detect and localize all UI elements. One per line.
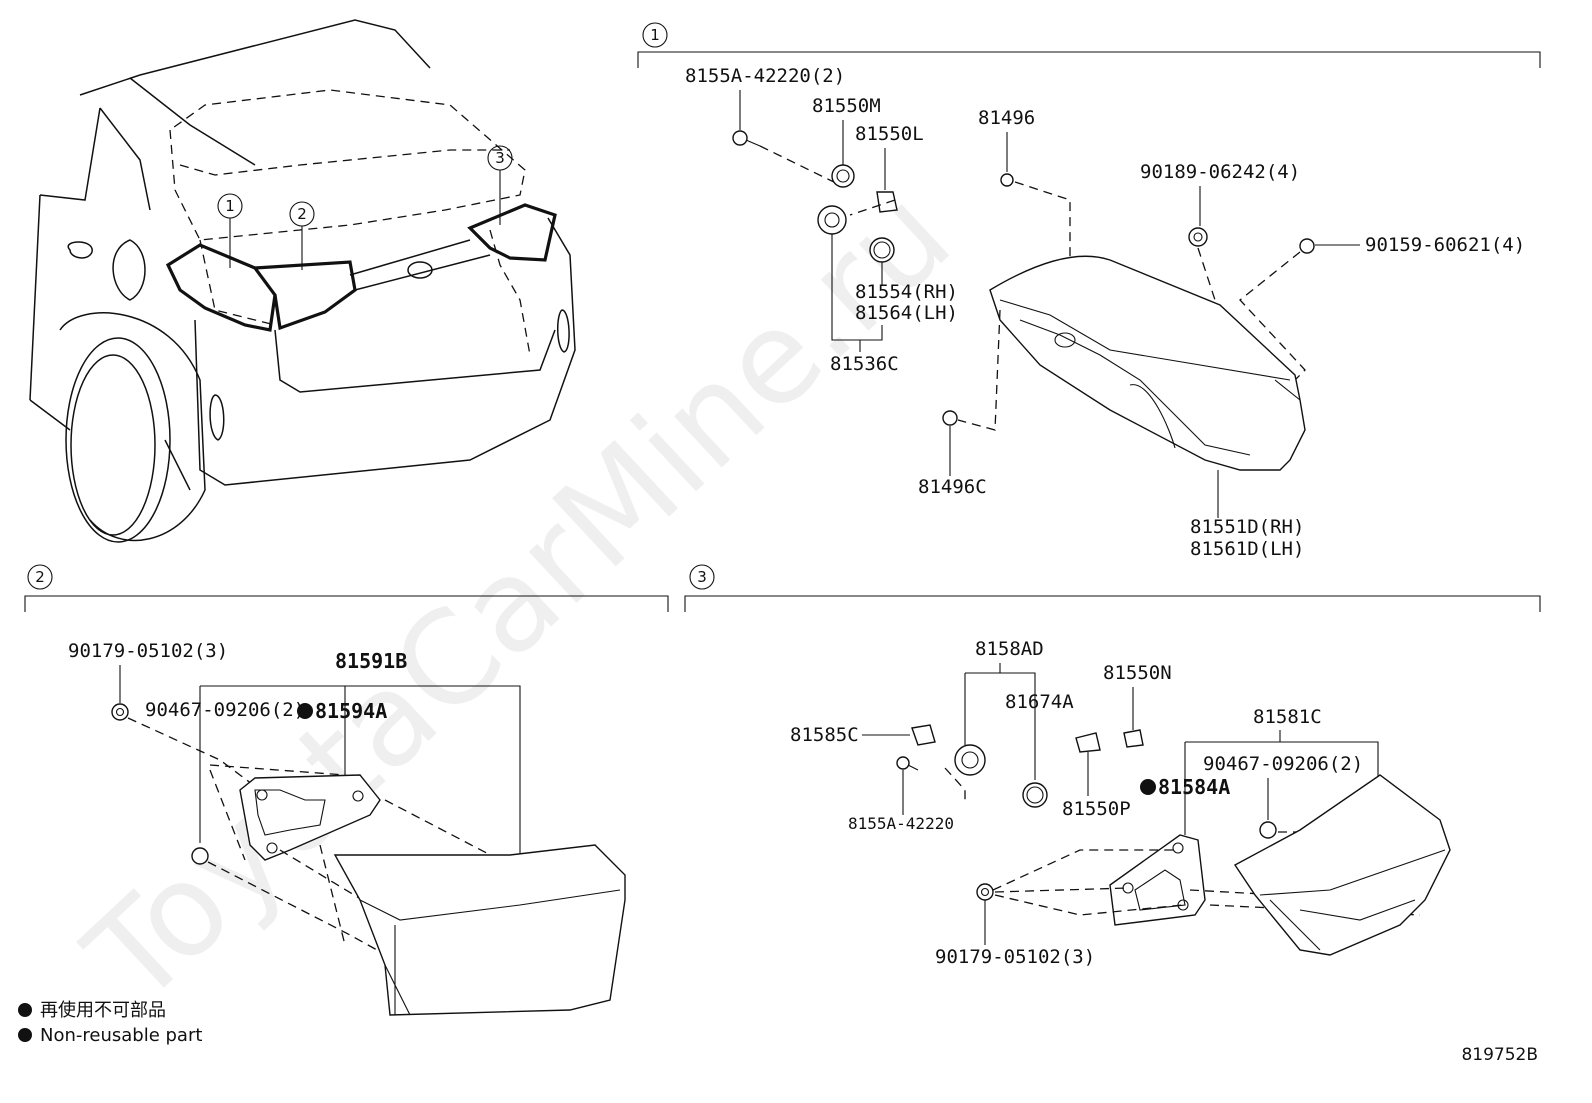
legend-ja: 再使用不可部品 [40, 1000, 166, 1021]
nut-icon [1188, 227, 1208, 247]
part-90467-09206-2-s3: 90467-09206(2) [1203, 753, 1363, 775]
socket-assy-icon [817, 205, 847, 235]
part-81496: 81496 [978, 107, 1035, 129]
part-81554-rh: 81554(RH) [855, 281, 958, 303]
back-door-lamp-81581C [1233, 774, 1451, 956]
nut-icon-s3 [976, 883, 994, 901]
part-81496C: 81496C [918, 476, 987, 498]
part-81581C: 81581C [1253, 706, 1322, 728]
part-8155A-42220-2: 8155A-42220(2) [685, 65, 845, 87]
gasket-ring-icon-s3 [1022, 782, 1048, 808]
part-81584A: 81584A [1158, 775, 1230, 799]
clip-icon [1000, 173, 1014, 187]
bulb-icon-s3 [1123, 729, 1144, 748]
part-8158AD: 8158AD [975, 638, 1044, 660]
screw-icon-2 [1299, 238, 1315, 254]
rear-lamp-rh-lh [989, 255, 1306, 471]
section-1-number: 1 [650, 26, 660, 44]
socket-81550P-icon [1075, 732, 1101, 753]
overview-callout-2: 2 [297, 205, 307, 223]
part-81550M: 81550M [812, 95, 881, 117]
part-81594A: 81594A [315, 699, 387, 723]
legend: 再使用不可部品 Non-reusable part [18, 1000, 202, 1046]
section-2: 2 90179-05102(3) 81591B 90467-09206(2) 8… [24, 564, 669, 1016]
part-90179-05102-3-s2: 90179-05102(3) [68, 640, 228, 662]
connector-icon [911, 724, 936, 746]
back-door-lamp-81591B [319, 844, 626, 1016]
non-reusable-marker-81594A [297, 703, 313, 719]
part-90159-60621-4: 90159-60621(4) [1365, 234, 1525, 256]
nut-icon-s2 [111, 703, 129, 721]
overview-callout-3: 3 [495, 149, 505, 167]
legend-en: Non-reusable part [40, 1025, 202, 1046]
clip-icon-s3 [1259, 821, 1277, 839]
clip-icon-s2 [191, 847, 209, 865]
section-1: 1 8155A-42220(2) 81550M 81550L [637, 22, 1541, 560]
socket-icon [831, 164, 855, 188]
vehicle-overview: 1 2 3 [29, 19, 576, 543]
section-2-number: 2 [35, 568, 45, 586]
gasket-81584A-shape [1109, 834, 1206, 926]
part-81550P: 81550P [1062, 798, 1131, 820]
diagram-code: 819752B [1461, 1045, 1538, 1065]
part-81561D-lh: 81561D(LH) [1190, 538, 1304, 560]
part-81585C: 81585C [790, 724, 859, 746]
part-90179-05102-3-s3: 90179-05102(3) [935, 946, 1095, 968]
part-81591B: 81591B [335, 649, 407, 673]
socket-icon-s3 [954, 744, 986, 776]
part-81551D-rh: 81551D(RH) [1190, 516, 1304, 538]
part-81564-lh: 81564(LH) [855, 302, 958, 324]
part-81550L: 81550L [855, 123, 924, 145]
screw-icon [732, 130, 761, 147]
part-90189-06242-4: 90189-06242(4) [1140, 161, 1300, 183]
overview-callout-1: 1 [225, 197, 235, 215]
part-81536C: 81536C [830, 353, 899, 375]
gasket-81594A-shape [239, 774, 381, 861]
part-90467-09206-2-s2: 90467-09206(2) [145, 699, 305, 721]
non-reusable-marker-81584A [1140, 779, 1156, 795]
screw-icon-s3 [896, 756, 919, 771]
gasket-ring-icon [869, 237, 895, 263]
part-81674A: 81674A [1005, 691, 1074, 713]
part-81550N: 81550N [1103, 662, 1172, 684]
part-8155A-42220: 8155A-42220 [848, 814, 954, 833]
section-3: 3 8158AD 81550N 81674A 81581C 81585C 904… [684, 564, 1541, 968]
clip-81496C-icon [942, 410, 958, 426]
section-3-number: 3 [697, 568, 707, 586]
